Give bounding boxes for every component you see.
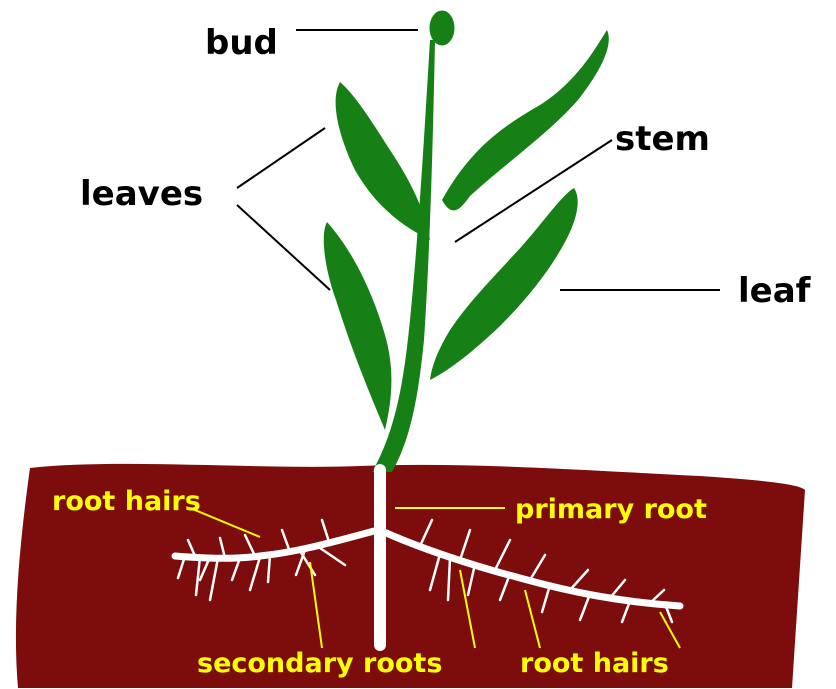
leaves-callout-lower: [237, 205, 330, 290]
root-hairs-right-label: root hairs: [520, 648, 669, 679]
primary-root-label: primary root: [515, 494, 707, 525]
leaf-lower-right: [430, 188, 578, 380]
bud-label: bud: [205, 23, 278, 63]
stem-label: stem: [615, 119, 710, 159]
leaf-upper-left: [336, 82, 430, 240]
leaf-label: leaf: [738, 271, 812, 311]
bud-shape: [430, 11, 454, 45]
root-hairs-left-label: root hairs: [52, 486, 201, 517]
leaves-callout-upper: [237, 128, 325, 188]
plant: [324, 11, 609, 472]
leaves-label: leaves: [80, 174, 203, 214]
leaf-upper-right: [442, 30, 609, 210]
secondary-roots-label: secondary roots: [197, 648, 442, 679]
leaf-lower-left: [324, 222, 392, 430]
